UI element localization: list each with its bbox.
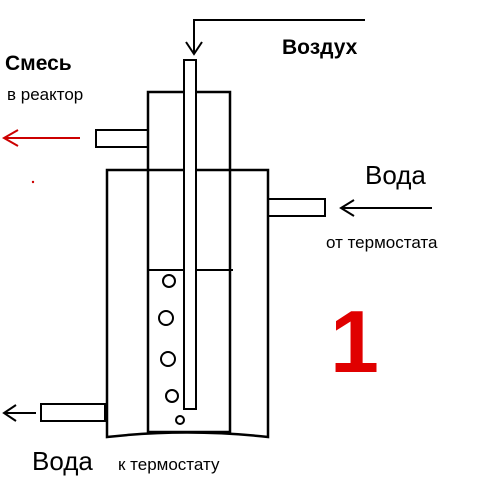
air-bubble [165, 389, 179, 403]
air-bubble [158, 310, 174, 326]
water-outlet-nozzle [40, 403, 106, 422]
mixture-outlet-nozzle [95, 129, 149, 148]
air-bubble [175, 415, 185, 425]
air-bubble [162, 274, 176, 288]
figure-number: 1 [330, 292, 379, 391]
water-inlet-arrowhead [339, 199, 355, 217]
air-inlet-arrowhead [185, 41, 203, 56]
mixture-label: Смесь [5, 52, 72, 75]
air-inlet-line [193, 19, 365, 52]
water-inlet-nozzle [267, 198, 326, 217]
mixture-arrowhead [1, 129, 19, 147]
air-label: Воздух [282, 36, 358, 59]
water-out-label: Вода [32, 446, 93, 476]
air-tube [183, 59, 197, 410]
from-thermostat-label: от термостата [326, 233, 438, 252]
to-reactor-label: в реактор [7, 85, 83, 104]
air-bubble [160, 351, 176, 367]
to-thermostat-label: к термостату [118, 455, 220, 474]
water-in-label: Вода [365, 160, 426, 190]
stray-dot [31, 180, 35, 184]
water-outlet-arrowhead [2, 404, 17, 422]
